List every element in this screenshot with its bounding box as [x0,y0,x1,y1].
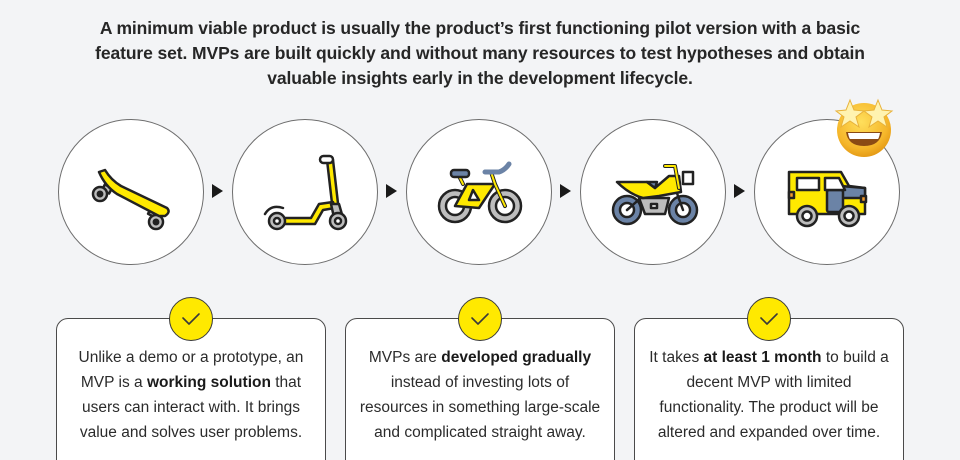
arrow-right-icon [560,184,571,198]
card-text: MVPs are developed gradually instead of … [359,349,601,441]
star-struck-emoji [834,98,894,157]
bicycle-icon [437,161,523,224]
card-text: Unlike a demo or a prototype, an MVP is … [78,349,304,441]
check-icon [169,297,213,341]
stage-motorcycle [580,119,726,265]
arrow-right-icon [212,184,223,198]
card-text: It takes at least 1 month to build a dec… [649,349,889,441]
stage-scooter [232,119,378,265]
info-card-timeframe: It takes at least 1 month to build a dec… [634,297,904,460]
arrow-right-icon [734,184,745,198]
intro-text: A minimum viable product is usually the … [95,18,865,88]
car-icon [787,170,868,228]
arrow-right-icon [386,184,397,198]
stage-bicycle [406,119,552,265]
info-card-working-solution: Unlike a demo or a prototype, an MVP is … [56,297,326,460]
check-icon [747,297,791,341]
info-card-developed-gradually: MVPs are developed gradually instead of … [345,297,615,460]
scooter-icon [263,154,348,231]
stage-skateboard [58,119,204,265]
check-icon [458,297,502,341]
motorcycle-icon [611,164,699,226]
skateboard-icon [91,168,170,231]
